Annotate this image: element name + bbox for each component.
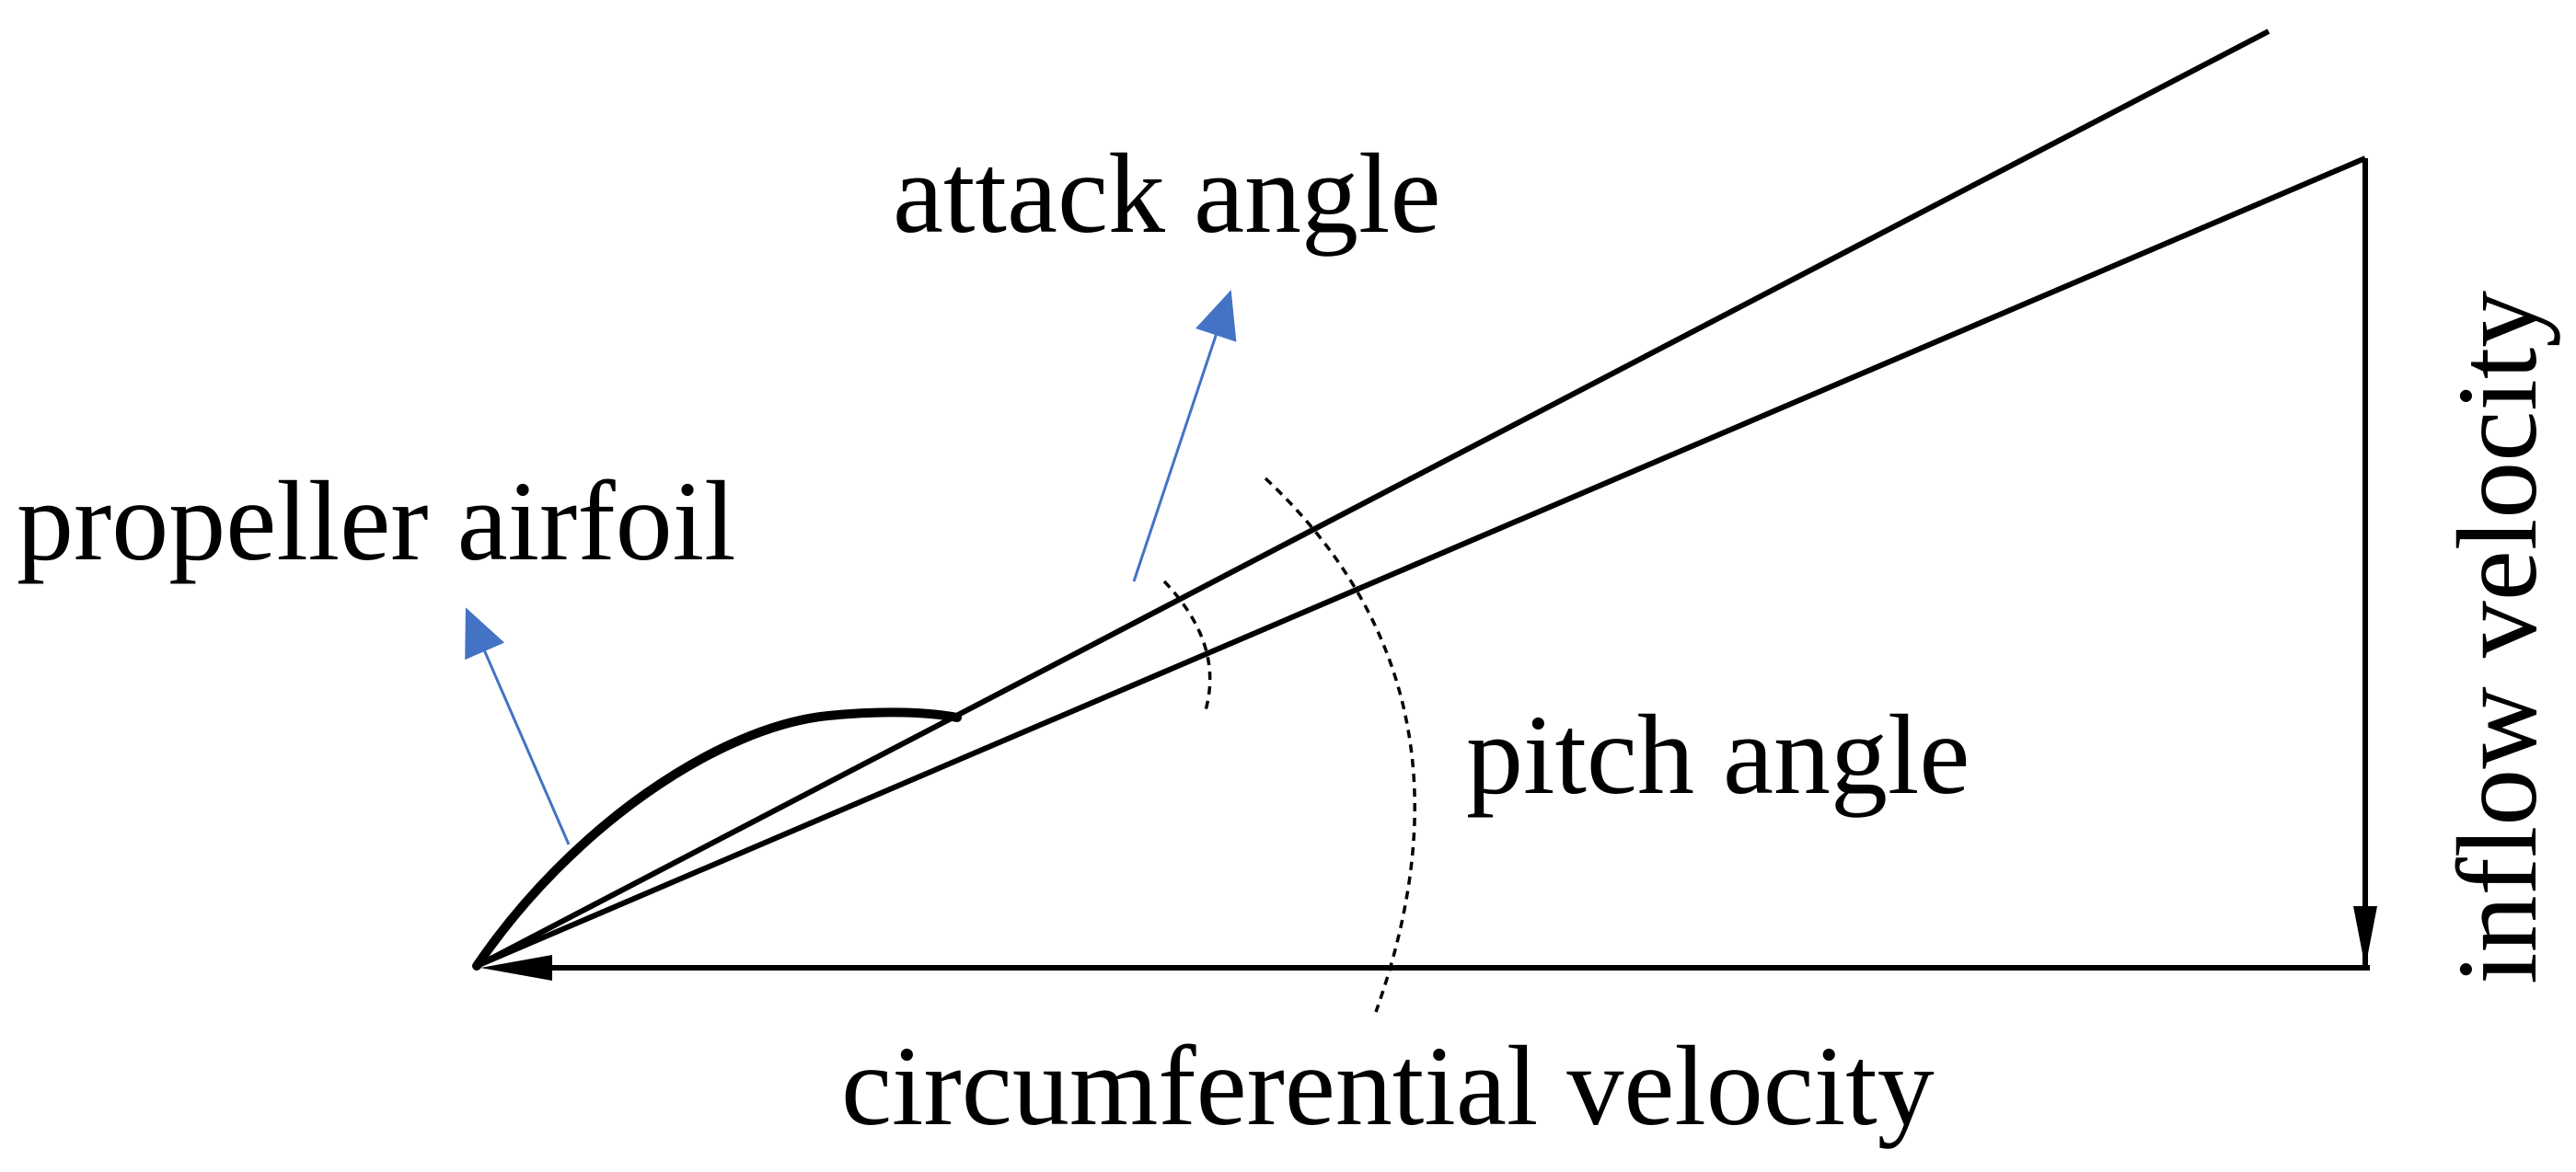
propeller-airfoil-label: propeller airfoil bbox=[17, 458, 736, 584]
attack-angle-arc bbox=[1162, 580, 1212, 711]
propeller-airfoil-shape bbox=[472, 707, 962, 971]
circumferential-velocity-arrowhead bbox=[480, 955, 552, 981]
circumferential-velocity-label: circumferential velocity bbox=[841, 1023, 1935, 1149]
pitch-angle-label: pitch angle bbox=[1466, 692, 1970, 818]
inflow-velocity-arrowhead bbox=[2353, 906, 2377, 968]
propeller-airfoil-pointer-arrow bbox=[465, 607, 571, 845]
pitch-angle-arc bbox=[1264, 477, 1416, 1013]
attack-angle-pointer-arrow bbox=[1132, 290, 1237, 582]
inflow-velocity-label: inflow velocity bbox=[2434, 291, 2560, 984]
airfoil-chord-line bbox=[475, 29, 2270, 969]
resultant-velocity-line bbox=[475, 155, 2367, 969]
attack-angle-label: attack angle bbox=[893, 131, 1441, 257]
